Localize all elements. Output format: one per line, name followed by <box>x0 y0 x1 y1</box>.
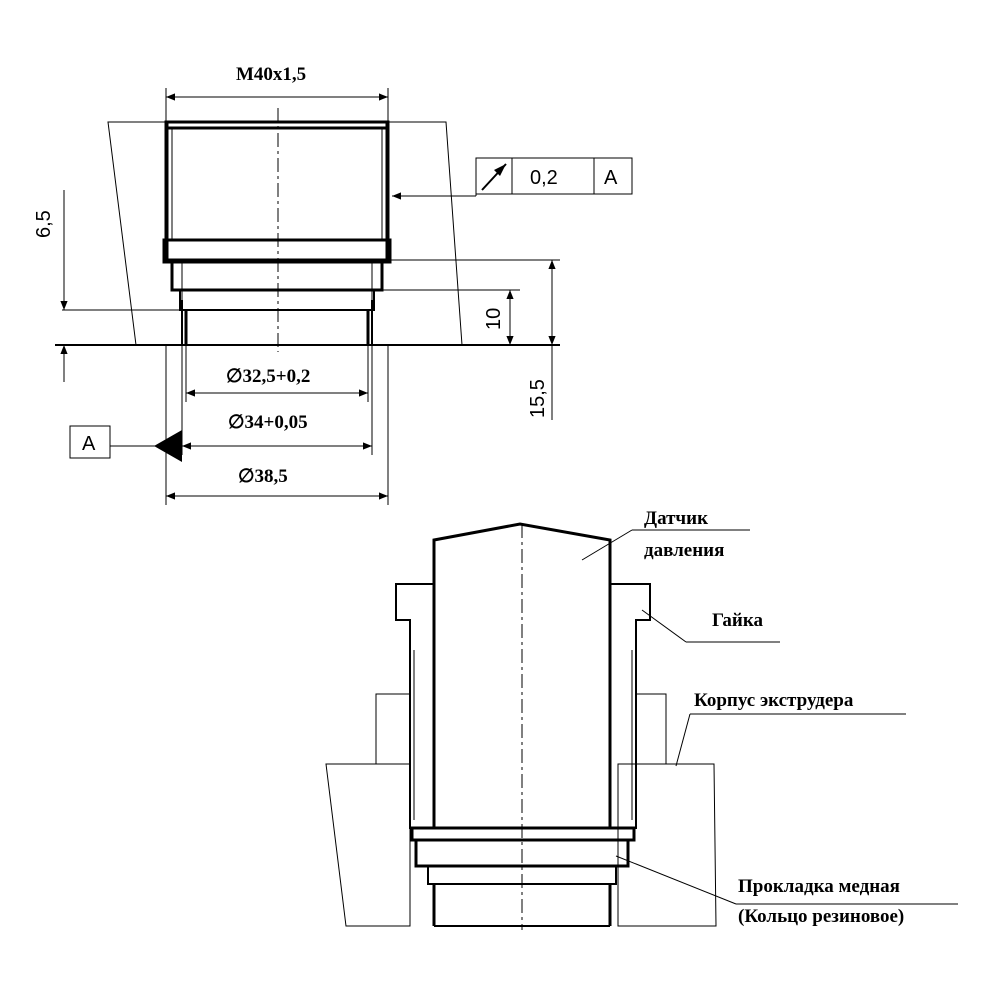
body-boss-right <box>635 693 667 765</box>
extruder-body-right <box>617 763 717 927</box>
label-nut: Гайка <box>712 610 764 631</box>
thread-relief-groove <box>162 238 392 264</box>
label-sensor-line1: Датчик <box>644 508 708 529</box>
datum-box <box>69 425 111 459</box>
bore-diameter-32-5: ∅32,5+0,2 <box>226 366 310 387</box>
depth-dimension-6-5: 6,5 <box>33 210 55 238</box>
label-gasket-line2: (Кольцо резиновое) <box>738 906 904 927</box>
seal-seat <box>179 289 375 311</box>
threaded-bore <box>164 120 390 262</box>
copper-gasket <box>410 826 636 842</box>
tolerance-datum: A <box>604 167 618 189</box>
tolerance-value: 0,2 <box>530 167 558 189</box>
depth-dimension-15-5: 15,5 <box>527 379 549 418</box>
label-gasket-line1: Прокладка медная <box>738 876 900 897</box>
label-sensor-line2: давления <box>644 540 724 561</box>
thread-dimension: M40x1,5 <box>236 64 306 85</box>
extruder-body-left <box>325 763 411 927</box>
right-wall-hatch <box>371 121 463 346</box>
bore-diameter-34: ∅34+0,05 <box>228 412 308 433</box>
nut-right <box>609 583 651 829</box>
datum-triangle <box>154 430 182 462</box>
body-boss-left <box>375 693 411 765</box>
datum-label: A <box>82 433 96 455</box>
depth-dimension-10: 10 <box>483 308 505 330</box>
assembly-view: Датчик давления Гайка Корпус экструдера … <box>325 508 958 930</box>
port-section-view: M40x1,5 6,5 10 15,5 ∅32,5+0,2 ∅34+0,05 ∅… <box>33 64 633 505</box>
label-extruder-body: Корпус экструдера <box>694 690 854 711</box>
nut-left <box>395 583 435 829</box>
left-wall-hatch <box>107 121 183 346</box>
pressure-sensor <box>432 522 612 830</box>
runout-icon <box>481 163 507 191</box>
bore-diameter-38-5: ∅38,5 <box>238 466 288 487</box>
